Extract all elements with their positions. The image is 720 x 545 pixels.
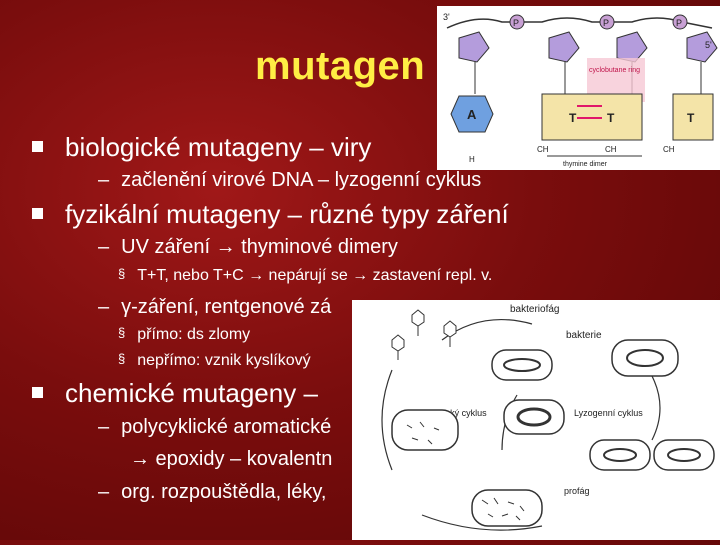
bullet-text: biologické mutageny – viry — [65, 132, 372, 162]
dash-bullet-icon: – — [98, 296, 110, 318]
dash-bullet-icon: – — [98, 169, 110, 191]
thymine-dimer-figure: P P P 3' 5' cyclobutane ring A T T T CH — [437, 6, 720, 170]
bullet-item: fyzikální mutageny – různé typy záření — [32, 199, 509, 230]
small-square-bullet-icon: § — [118, 266, 126, 281]
sub-item-text: začlenění virové DNA – lyzogenní cyklus — [121, 169, 482, 191]
bullet-item: biologické mutageny – viry — [32, 132, 371, 163]
sub-item: –UV záření → thyminové dimery — [98, 236, 398, 259]
h-label: H — [469, 155, 475, 164]
phage-cycle-diagram: bakteriofág bakterie Lytický cyklus Lyzo… — [381, 304, 715, 531]
square-bullet-icon — [32, 140, 43, 152]
ch3-label-3: CH — [663, 145, 675, 154]
phosphate-label-3: P — [676, 18, 682, 28]
bacteria-label: bakterie — [566, 330, 602, 341]
phage-label: bakteriofág — [510, 304, 559, 315]
sub-sub-item: § nepřímo: vznik kyslíkový — [118, 351, 311, 370]
square-bullet-icon — [32, 207, 43, 219]
label-3prime: 3' — [443, 12, 450, 22]
base-t-label-3: T — [687, 111, 695, 125]
dash-bullet-icon: – — [98, 236, 110, 258]
ch3-label-1: CH — [537, 145, 549, 154]
sub-item-text: γ-záření, rentgenové zá — [121, 296, 332, 318]
phosphate-label-1: P — [513, 18, 519, 28]
base-t-label-2: T — [607, 111, 615, 125]
cyclobutane-ring-label: cyclobutane ring — [589, 67, 640, 74]
sub-item: –polycyklické aromatické — [98, 416, 331, 439]
sub-item-text: org. rozpouštědla, léky, — [121, 481, 327, 503]
sub-sub-item: § T+T, nebo T+C → nepárují se → zastavení… — [118, 266, 493, 285]
square-bullet-icon — [32, 386, 43, 398]
sub-item-text: UV záření → thyminové dimery — [121, 236, 398, 258]
lytic-cycle-label: Lytický cyklus — [432, 408, 487, 418]
bullet-text: chemické mutageny – — [65, 378, 318, 408]
label-5prime: 5' — [705, 40, 712, 50]
sub-sub-item-text: nepřímo: vznik kyslíkový — [137, 352, 311, 369]
sub-sub-item-text: T+T, nebo T+C → nepárují se → zastavení … — [137, 267, 493, 284]
thymine-dimer-label: thymine dimer — [563, 161, 608, 168]
sub-sub-item: § přímo: ds zlomy — [118, 325, 251, 344]
prophage-label: profág — [564, 486, 590, 496]
base-a-label: A — [467, 107, 477, 122]
bullet-text: fyzikální mutageny – různé typy záření — [65, 199, 509, 229]
sub-item-continuation: → epoxidy – kovalentn — [130, 448, 332, 471]
dash-bullet-icon: – — [98, 416, 110, 438]
thymine-dimer-diagram: P P P 3' 5' cyclobutane ring A T T T CH — [443, 12, 718, 168]
sub-item: –začlenění virové DNA – lyzogenní cyklus — [98, 169, 481, 192]
bullet-item: chemické mutageny – — [32, 378, 318, 409]
lysogenic-cycle-label: Lyzogenní cyklus — [574, 408, 643, 418]
sub-item: –γ-záření, rentgenové zá — [98, 296, 331, 319]
phage-cycle-figure: bakteriofág bakterie Lytický cyklus Lyzo… — [352, 300, 720, 540]
small-square-bullet-icon: § — [118, 325, 126, 340]
dash-bullet-icon: – — [98, 481, 110, 503]
ch3-label-2: CH — [605, 145, 617, 154]
small-square-bullet-icon: § — [118, 351, 126, 366]
slide-title: mutagen — [255, 44, 426, 88]
phosphate-label-2: P — [603, 18, 609, 28]
sub-item-text: polycyklické aromatické — [121, 416, 332, 438]
sub-item: –org. rozpouštědla, léky, — [98, 481, 326, 504]
base-t-label-1: T — [569, 111, 577, 125]
sub-item-text: → epoxidy – kovalentn — [130, 448, 333, 470]
sub-sub-item-text: přímo: ds zlomy — [137, 326, 251, 343]
